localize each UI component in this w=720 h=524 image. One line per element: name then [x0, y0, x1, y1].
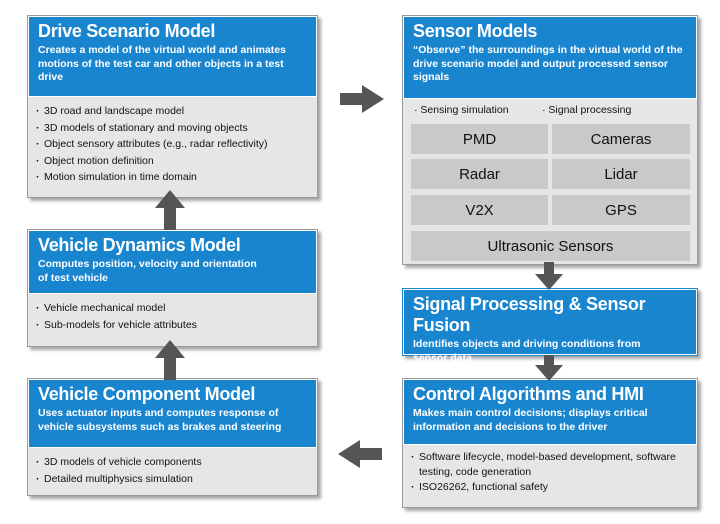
- vehicle-component-title: Vehicle Component Model: [38, 384, 256, 404]
- list-item: 3D models of vehicle components: [36, 454, 317, 471]
- tile-v2x: V2X: [411, 195, 548, 225]
- tile-radar: Radar: [411, 159, 548, 189]
- control-hmi-header: Control Algorithms and HMI Makes main co…: [403, 379, 697, 445]
- arrow-down-icon: [535, 262, 563, 290]
- vehicle-dynamics-list: Vehicle mechanical model Sub-models for …: [28, 294, 317, 333]
- drive-scenario-model-box: Drive Scenario Model Creates a model of …: [27, 15, 318, 198]
- vehicle-dynamics-description: Computes position, velocity and orientat…: [38, 258, 257, 284]
- arrow-up-icon: [155, 190, 185, 230]
- control-hmi-title: Control Algorithms and HMI: [413, 384, 644, 404]
- signal-fusion-header: Signal Processing & Sensor Fusion Identi…: [403, 289, 697, 364]
- drive-scenario-description: Creates a model of the virtual world and…: [38, 44, 286, 83]
- list-item: ISO26262, functional safety: [411, 480, 689, 495]
- tile-lidar: Lidar: [552, 159, 690, 189]
- sensor-models-title: Sensor Models: [413, 21, 538, 41]
- list-item: Software lifecycle, model-based developm…: [411, 450, 689, 480]
- control-hmi-box: Control Algorithms and HMI Makes main co…: [402, 378, 698, 508]
- signal-fusion-description: Identifies objects and driving condition…: [413, 338, 641, 364]
- vehicle-dynamics-title: Vehicle Dynamics Model: [38, 235, 241, 255]
- list-item: Object motion definition: [36, 153, 317, 170]
- vehicle-component-description: Uses actuator inputs and computes respon…: [38, 407, 282, 433]
- drive-scenario-list: 3D road and landscape model 3D models of…: [28, 97, 317, 186]
- sensor-models-header: Sensor Models “Observe” the surroundings…: [403, 16, 697, 99]
- control-hmi-description: Makes main control decisions; displays c…: [413, 407, 648, 433]
- signal-fusion-box: Signal Processing & Sensor Fusion Identi…: [402, 288, 698, 364]
- tile-gps: GPS: [552, 195, 690, 225]
- arrow-up-icon: [155, 340, 185, 380]
- list-item: Detailed multiphysics simulation: [36, 471, 317, 488]
- vehicle-dynamics-header: Vehicle Dynamics Model Computes position…: [28, 230, 317, 294]
- arrow-right-icon: [340, 85, 384, 113]
- tile-ultrasonic-sensors: Ultrasonic Sensors: [411, 231, 690, 261]
- tab-signal-processing: · Signal processing: [542, 104, 632, 116]
- control-hmi-list: Software lifecycle, model-based developm…: [403, 445, 697, 495]
- list-item: 3D models of stationary and moving objec…: [36, 120, 317, 137]
- arrow-down-icon: [535, 355, 563, 381]
- tile-pmd: PMD: [411, 124, 548, 154]
- list-item: Sub-models for vehicle attributes: [36, 317, 317, 334]
- drive-scenario-header: Drive Scenario Model Creates a model of …: [28, 16, 317, 97]
- signal-fusion-title: Signal Processing & Sensor Fusion: [413, 294, 646, 335]
- sensor-models-box: Sensor Models “Observe” the surroundings…: [402, 15, 698, 265]
- list-item: 3D road and landscape model: [36, 103, 317, 120]
- vehicle-component-header: Vehicle Component Model Uses actuator in…: [28, 379, 317, 448]
- tile-cameras: Cameras: [552, 124, 690, 154]
- vehicle-component-list: 3D models of vehicle components Detailed…: [28, 448, 317, 487]
- list-item: Motion simulation in time domain: [36, 169, 317, 186]
- list-item: Vehicle mechanical model: [36, 300, 317, 317]
- vehicle-component-model-box: Vehicle Component Model Uses actuator in…: [27, 378, 318, 496]
- sensor-models-description: “Observe” the surroundings in the virtua…: [413, 44, 683, 83]
- arrow-left-icon: [338, 440, 382, 468]
- tab-sensing-simulation: · Sensing simulation: [414, 104, 509, 116]
- vehicle-dynamics-model-box: Vehicle Dynamics Model Computes position…: [27, 229, 318, 347]
- drive-scenario-title: Drive Scenario Model: [38, 21, 216, 41]
- list-item: Object sensory attributes (e.g., radar r…: [36, 136, 317, 153]
